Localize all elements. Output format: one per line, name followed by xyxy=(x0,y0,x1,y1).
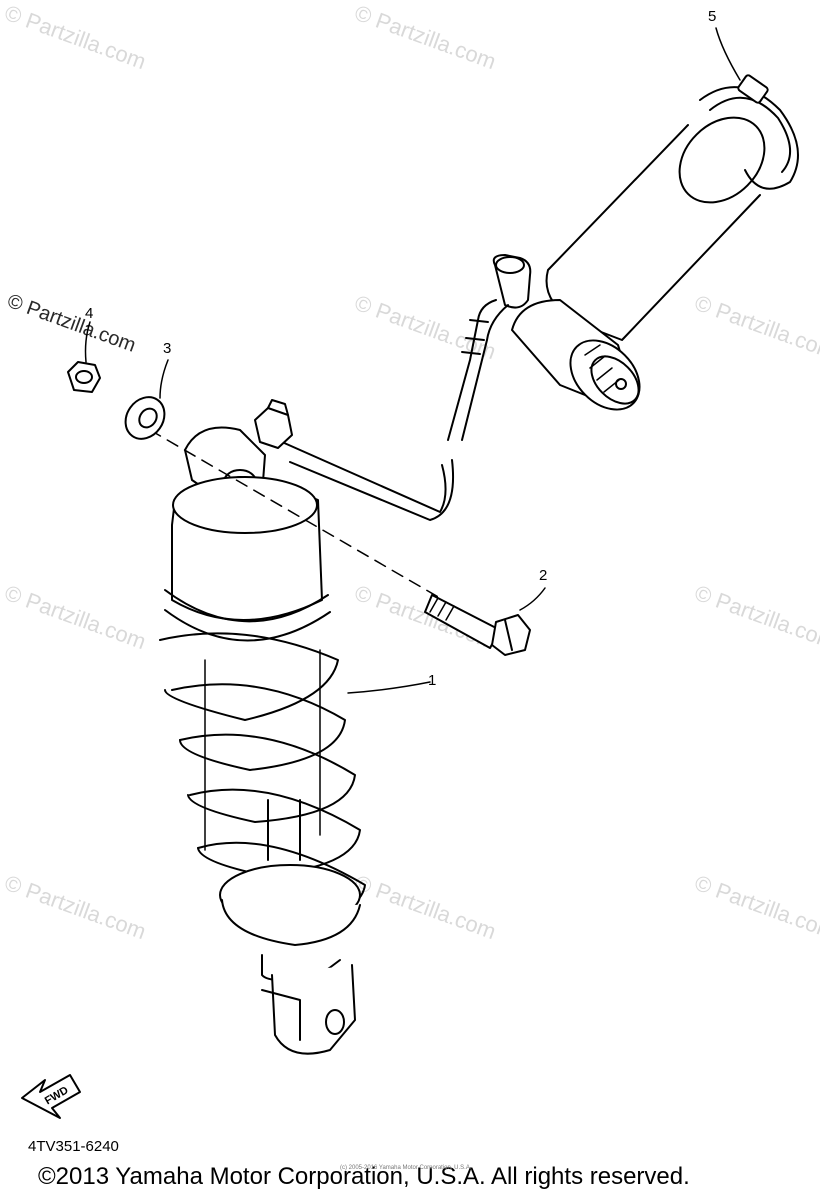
callout-4: 4 xyxy=(85,305,94,322)
callout-1: 1 xyxy=(428,672,437,689)
shock-absorber xyxy=(159,399,454,1055)
nut xyxy=(67,361,101,393)
callout-3: 3 xyxy=(163,340,172,357)
diagram-code: 4TV351-6240 xyxy=(28,1138,119,1155)
tiny-copyright: (c) 2005-2016 Yamaha Motor Corporation, … xyxy=(340,1165,472,1171)
fwd-arrow: FWD xyxy=(21,1074,81,1119)
assembly-center-line xyxy=(149,429,441,599)
mounting-bolt xyxy=(424,594,531,656)
leader-lines xyxy=(84,27,741,694)
washer xyxy=(124,396,166,440)
callout-5: 5 xyxy=(708,8,717,25)
callout-2: 2 xyxy=(539,567,548,584)
reservoir-assembly xyxy=(447,74,799,441)
copyright-notice: ©2013 Yamaha Motor Corporation, U.S.A. A… xyxy=(38,1163,690,1190)
